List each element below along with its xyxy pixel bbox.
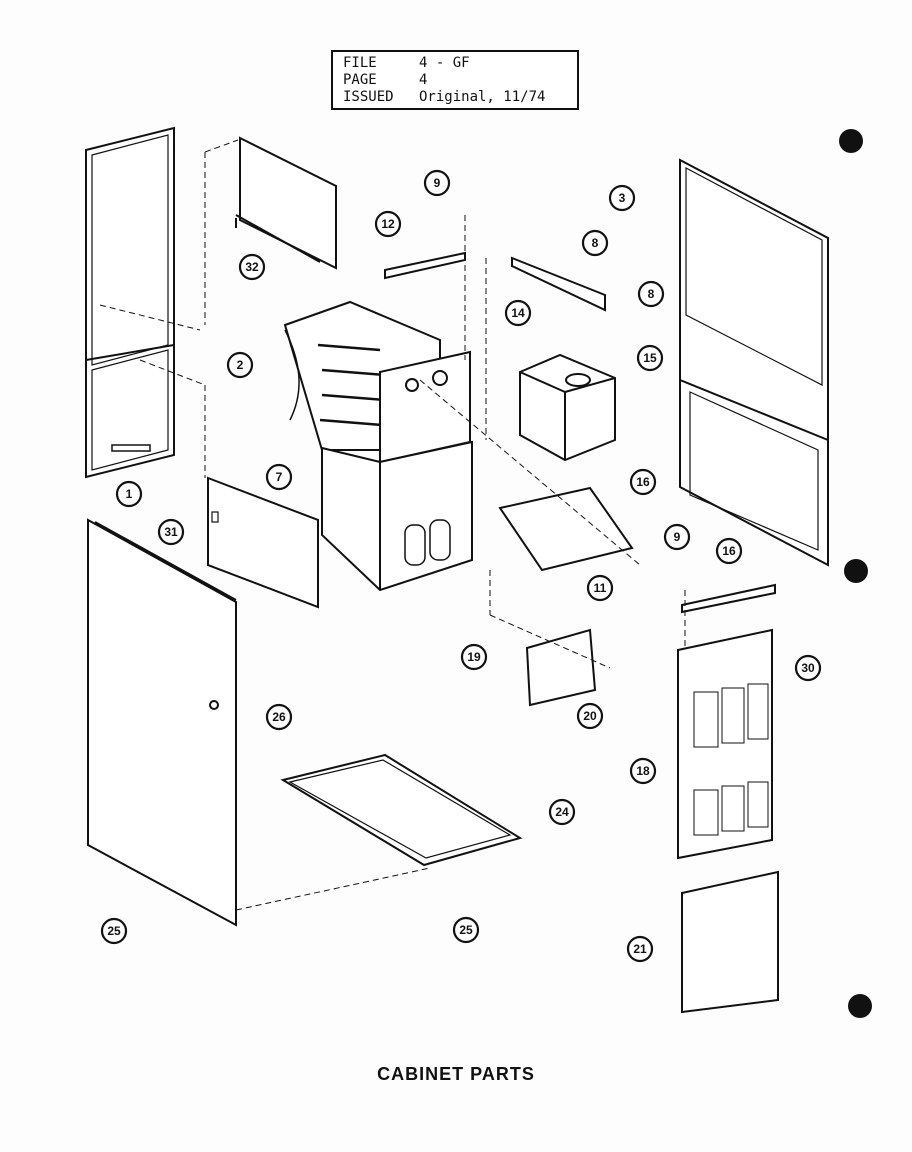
callout-bubble bbox=[636, 344, 664, 372]
callout-number: 16 bbox=[636, 475, 650, 489]
callout-number: 20 bbox=[583, 709, 597, 723]
callout-bubble bbox=[576, 702, 604, 730]
callout-bubble bbox=[715, 537, 743, 565]
callout-bubble bbox=[637, 280, 665, 308]
part-filter-shelf bbox=[498, 486, 634, 572]
part-side-panel-left bbox=[85, 126, 175, 479]
part-front-door bbox=[87, 518, 237, 927]
callout-number: 9 bbox=[674, 530, 681, 544]
callout-bubble bbox=[452, 916, 480, 944]
callout-bubble bbox=[423, 169, 451, 197]
page-value: 4 bbox=[419, 72, 428, 88]
callout-number: 1 bbox=[126, 487, 133, 501]
part-top-shelf bbox=[235, 136, 337, 270]
part-control-box bbox=[519, 353, 616, 462]
callout-number: 7 bbox=[276, 470, 283, 484]
callout-number: 8 bbox=[592, 236, 599, 250]
part-louvered-panel bbox=[677, 628, 773, 860]
callout-number: 19 bbox=[467, 650, 481, 664]
callout-number: 16 bbox=[722, 544, 736, 558]
part-side-panel-right bbox=[679, 158, 829, 567]
callout-bubble bbox=[265, 703, 293, 731]
louvers-upper bbox=[693, 683, 769, 748]
callout-bubble bbox=[100, 917, 128, 945]
page-row: PAGE 4 bbox=[343, 72, 427, 88]
callout-number: 9 bbox=[434, 176, 441, 190]
part-rails bbox=[384, 251, 606, 312]
callout-number: 30 bbox=[801, 661, 815, 675]
registration-marks bbox=[839, 129, 872, 1018]
callout-number: 24 bbox=[555, 805, 569, 819]
callout-number: 26 bbox=[272, 710, 286, 724]
callout-number: 14 bbox=[511, 306, 525, 320]
file-info-box: FILE 4 - GF PAGE 4 ISSUED Original, 11/74 bbox=[331, 50, 579, 110]
callout-number: 11 bbox=[594, 581, 607, 595]
callout-number: 8 bbox=[648, 287, 655, 301]
callout-bubble bbox=[629, 757, 657, 785]
callout-bubble bbox=[548, 798, 576, 826]
callout-number: 2 bbox=[237, 358, 244, 372]
part-base-pan bbox=[280, 753, 523, 867]
callout-number: 32 bbox=[245, 260, 259, 274]
callout-bubble bbox=[794, 654, 822, 682]
file-label: FILE bbox=[343, 55, 377, 71]
callout-bubble bbox=[265, 463, 293, 491]
callout-bubble bbox=[626, 935, 654, 963]
alignment-lines bbox=[99, 139, 686, 911]
issued-label: ISSUED bbox=[343, 89, 394, 105]
callout-bubble bbox=[663, 523, 691, 551]
callout-bubble bbox=[629, 468, 657, 496]
issued-value: Original, 11/74 bbox=[419, 89, 546, 105]
callout-bubble bbox=[115, 480, 143, 508]
part-blower-housing bbox=[321, 440, 473, 592]
callout-bubble bbox=[581, 229, 609, 257]
part-access-panel bbox=[207, 476, 319, 609]
callout-bubble bbox=[460, 643, 488, 671]
callout-bubble bbox=[374, 210, 402, 238]
callout-number: 12 bbox=[381, 217, 395, 231]
diagram-title: CABINET PARTS bbox=[377, 1064, 535, 1084]
callout-number: 15 bbox=[643, 351, 657, 365]
callout-bubble bbox=[157, 518, 185, 546]
callout-number: 25 bbox=[107, 924, 121, 938]
file-row: FILE 4 - GF bbox=[343, 55, 470, 71]
callout-bubble bbox=[226, 351, 254, 379]
part-rail-right bbox=[681, 583, 776, 614]
part-bracket bbox=[525, 628, 597, 707]
callout-number: 31 bbox=[164, 525, 178, 539]
callout-bubble bbox=[238, 253, 266, 281]
file-value: 4 - GF bbox=[419, 55, 470, 71]
part-heat-exchanger bbox=[283, 300, 471, 464]
page-label: PAGE bbox=[343, 72, 377, 88]
part-lower-panel bbox=[681, 870, 779, 1014]
issued-row: ISSUED Original, 11/74 bbox=[343, 89, 545, 105]
callout-bubble bbox=[586, 574, 614, 602]
callout-number: 21 bbox=[633, 942, 647, 956]
louvers-lower bbox=[693, 781, 769, 836]
callout-number: 3 bbox=[619, 191, 626, 205]
callout-bubble bbox=[504, 299, 532, 327]
callout-bubble bbox=[608, 184, 636, 212]
callout-number: 18 bbox=[636, 764, 650, 778]
callout-number: 25 bbox=[459, 923, 473, 937]
